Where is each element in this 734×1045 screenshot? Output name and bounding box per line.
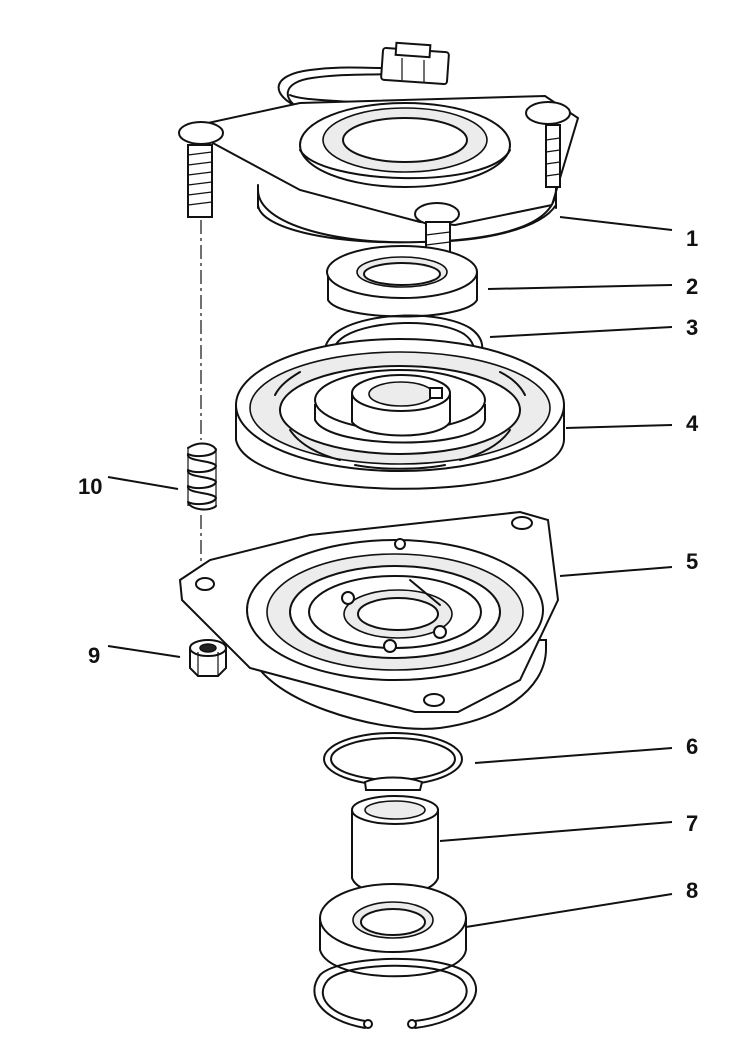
part-1-field-coil-assembly — [178, 41, 580, 301]
part-5-armature-plate — [178, 510, 560, 730]
part-6-retaining-ring — [323, 732, 463, 791]
callout-7: 7 — [686, 811, 698, 836]
leader-10 — [107, 476, 179, 490]
callout-1: 1 — [686, 226, 698, 251]
leader-6 — [474, 747, 673, 764]
callout-3: 3 — [686, 315, 698, 340]
leader-7 — [439, 821, 673, 842]
callout-8: 8 — [686, 878, 698, 903]
leader-4 — [565, 424, 673, 429]
callout-9: 9 — [88, 643, 100, 668]
callout-2: 2 — [686, 274, 698, 299]
leader-5 — [559, 566, 673, 577]
leader-1 — [559, 216, 673, 231]
callout-10: 10 — [78, 474, 102, 499]
part-8-bearing — [319, 883, 467, 978]
callout-5: 5 — [686, 549, 698, 574]
callout-4: 4 — [686, 411, 699, 436]
part-7-spacer — [351, 795, 439, 896]
part-9-lock-nut — [189, 639, 227, 677]
bottom-retaining-ring — [313, 957, 477, 1029]
part-4-rotor — [235, 338, 565, 490]
part-10-spring — [187, 442, 217, 512]
stud-left — [187, 144, 213, 218]
callout-6: 6 — [686, 734, 698, 759]
leader-2 — [487, 284, 673, 290]
wire-connector — [380, 41, 450, 86]
part-2-bearing — [326, 245, 478, 318]
leader-3 — [489, 326, 673, 338]
leader-9 — [107, 645, 181, 658]
stud-right — [545, 124, 561, 188]
leader-lines — [107, 216, 673, 928]
callout-labels: 1 2 3 4 5 6 7 8 9 10 — [78, 226, 699, 903]
leader-8 — [465, 893, 673, 928]
